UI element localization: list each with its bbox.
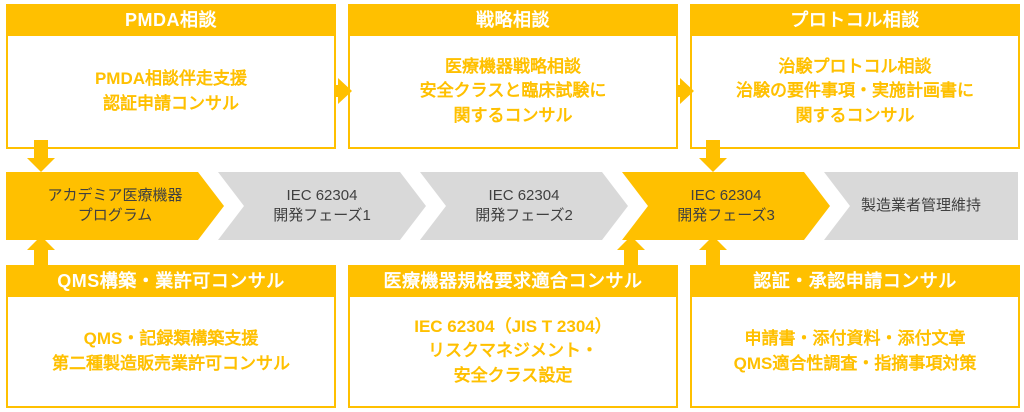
card-pmda-consult-line-1: PMDA相談伴走支援 — [94, 68, 248, 88]
card-standards-compliance-consult[interactable]: 医療機器規格要求適合コンサル IEC 62304（JIS T 2304） リスク… — [348, 265, 678, 408]
chevron-step-1-line-2: プログラム — [77, 207, 153, 224]
chevron-step-2-line-2: 開発フェーズ1 — [273, 207, 371, 224]
card-strategy-consult-header: 戦略相談 — [348, 4, 678, 36]
card-protocol-consult-line-1: 治験プロトコル相談 — [778, 56, 932, 76]
card-standards-compliance-consult-line-2: リスクマネジメント・ — [427, 341, 598, 361]
chevron-step-5-line-1: 製造業者管理維持 — [860, 196, 981, 214]
arrow-qms-to-academia-program-icon — [24, 236, 58, 272]
card-qms-license-consult-line-1: QMS・記録類構築支援 — [83, 328, 259, 348]
arrow-pmda-to-strategy-icon — [334, 78, 352, 104]
chevron-step-iec62304-phase1[interactable]: IEC 62304 開発フェーズ1 — [218, 172, 426, 240]
card-strategy-consult-line-1: 医療機器戦略相談 — [444, 56, 581, 76]
card-qms-license-consult-line-2: 第二種製造販売業許可コンサル — [52, 353, 290, 373]
arrow-strategy-to-protocol-icon — [676, 78, 694, 104]
chevron-step-2-line-1: IEC 62304 — [286, 186, 358, 204]
card-pmda-consult-line-2: 認証申請コンサル — [103, 93, 239, 113]
card-strategy-consult-line-3: 関するコンサル — [453, 105, 573, 125]
process-chevron-band: アカデミア医療機器 プログラム IEC 62304 開発フェーズ1 IEC 62… — [0, 172, 1024, 240]
card-standards-compliance-consult-line-3: 安全クラス設定 — [453, 365, 573, 385]
arrow-protocol-to-phase3-icon — [696, 140, 730, 176]
card-protocol-consult-line-2: 治験の要件事項・実施計画書に — [736, 81, 974, 101]
card-protocol-consult-line-3: 関するコンサル — [795, 105, 915, 125]
chevron-step-4-line-2: 開発フェーズ3 — [677, 207, 775, 224]
arrow-certification-to-phase3-icon — [696, 236, 730, 272]
chevron-step-academia-program[interactable]: アカデミア医療機器 プログラム — [6, 172, 224, 240]
card-standards-compliance-consult-body: IEC 62304（JIS T 2304） リスクマネジメント・ 安全クラス設定 — [348, 297, 678, 408]
card-protocol-consult-body: 治験プロトコル相談 治験の要件事項・実施計画書に 関するコンサル — [690, 36, 1020, 149]
card-qms-license-consult[interactable]: QMS構築・業許可コンサル QMS・記録類構築支援 第二種製造販売業許可コンサル — [6, 265, 336, 408]
card-strategy-consult-line-2: 安全クラスと臨床試験に — [419, 81, 607, 101]
chevron-step-3-line-1: IEC 62304 — [488, 186, 560, 204]
card-strategy-consult-body: 医療機器戦略相談 安全クラスと臨床試験に 関するコンサル — [348, 36, 678, 149]
chevron-step-manufacturer-maintenance[interactable]: 製造業者管理維持 — [824, 172, 1018, 240]
chevron-step-iec62304-phase2[interactable]: IEC 62304 開発フェーズ2 — [420, 172, 628, 240]
card-pmda-consult-header: PMDA相談 — [6, 4, 336, 36]
chevron-step-iec62304-phase3[interactable]: IEC 62304 開発フェーズ3 — [622, 172, 830, 240]
card-protocol-consult[interactable]: プロトコル相談 治験プロトコル相談 治験の要件事項・実施計画書に 関するコンサル — [690, 4, 1020, 149]
card-certification-application-consult-body: 申請書・添付資料・添付文章 QMS適合性調査・指摘事項対策 — [690, 297, 1020, 408]
card-certification-application-consult-line-2: QMS適合性調査・指摘事項対策 — [733, 353, 977, 373]
card-certification-application-consult-line-1: 申請書・添付資料・添付文章 — [744, 328, 966, 348]
card-pmda-consult[interactable]: PMDA相談 PMDA相談伴走支援 認証申請コンサル — [6, 4, 336, 149]
card-protocol-consult-header: プロトコル相談 — [690, 4, 1020, 36]
card-certification-application-consult[interactable]: 認証・承認申請コンサル 申請書・添付資料・添付文章 QMS適合性調査・指摘事項対… — [690, 265, 1020, 408]
card-qms-license-consult-body: QMS・記録類構築支援 第二種製造販売業許可コンサル — [6, 297, 336, 408]
chevron-step-1-line-1: アカデミア医療機器 — [47, 186, 183, 204]
card-strategy-consult[interactable]: 戦略相談 医療機器戦略相談 安全クラスと臨床試験に 関するコンサル — [348, 4, 678, 149]
chevron-step-4-line-1: IEC 62304 — [690, 186, 762, 204]
chevron-step-3-line-2: 開発フェーズ2 — [475, 207, 573, 224]
arrow-standards-to-phase3-icon — [614, 236, 648, 272]
card-qms-license-consult-header: QMS構築・業許可コンサル — [6, 265, 336, 297]
card-standards-compliance-consult-line-1: IEC 62304（JIS T 2304） — [414, 316, 612, 336]
card-pmda-consult-body: PMDA相談伴走支援 認証申請コンサル — [6, 36, 336, 149]
arrow-pmda-to-academia-program-icon — [24, 140, 58, 176]
card-certification-application-consult-header: 認証・承認申請コンサル — [690, 265, 1020, 297]
card-standards-compliance-consult-header: 医療機器規格要求適合コンサル — [348, 265, 678, 297]
